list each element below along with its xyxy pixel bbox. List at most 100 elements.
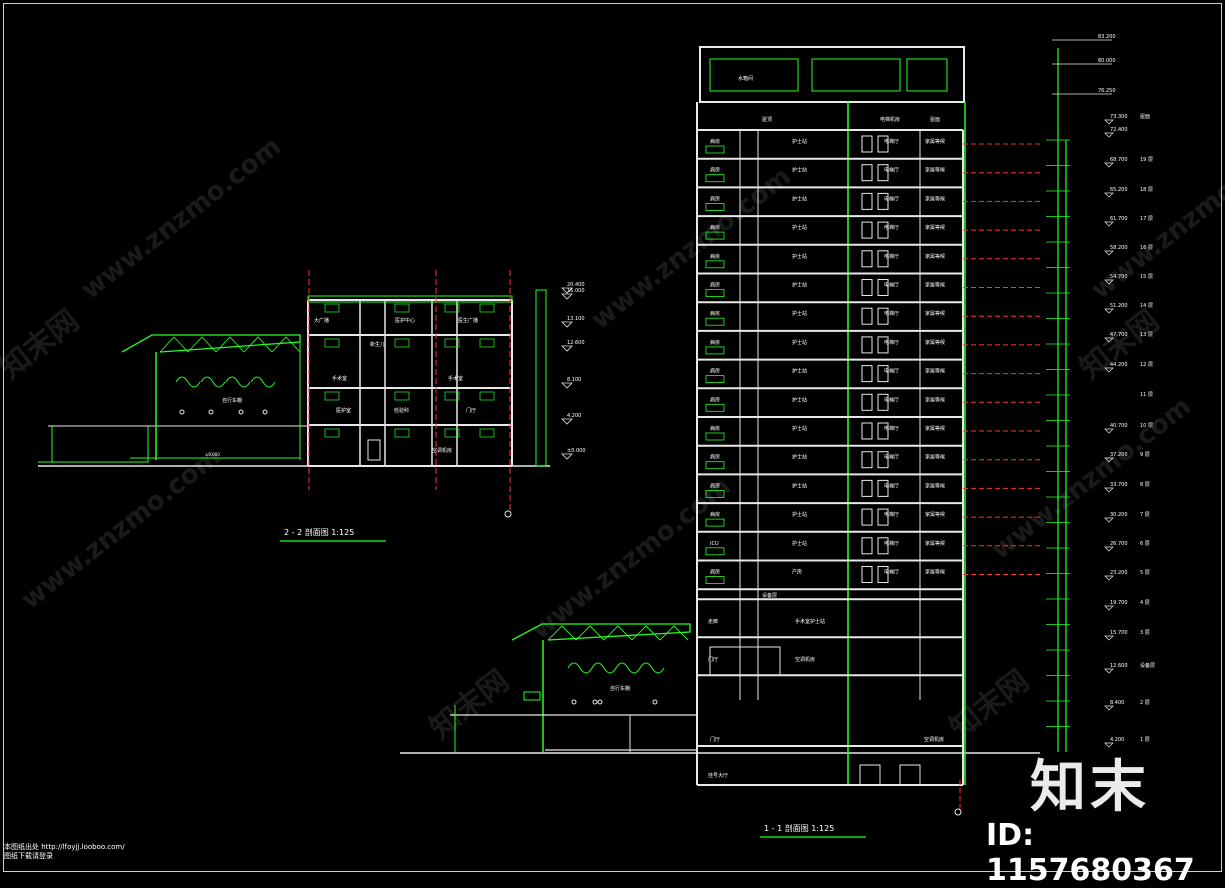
- elevator-door: [861, 537, 873, 555]
- room-label: 大广播: [314, 317, 329, 324]
- bicycle-symbol: [175, 376, 201, 388]
- elevation-marker: [1104, 705, 1114, 711]
- section-2-2-title: 2 - 2 剖面图 1:125: [284, 527, 354, 537]
- bed-symbol: [705, 346, 725, 355]
- window: [444, 338, 460, 348]
- elevation-marker: [1104, 250, 1114, 256]
- bicycle-symbol: [615, 662, 641, 674]
- elevator-door: [861, 307, 873, 325]
- floor-elevation-value: 68.700: [1110, 157, 1128, 163]
- ward-room-label: 病房: [710, 368, 720, 375]
- bed-symbol: [705, 489, 725, 498]
- watermark-url-4: www.znzmo.com: [986, 392, 1197, 566]
- section-2-2: 自行车棚±0.000大广播医护中心医生广播新生儿手术室手术室医护室检验科门厅空调…: [38, 270, 586, 518]
- nurse-station-label: 护士站: [792, 540, 807, 547]
- elevator-hall-label: 电梯厅: [884, 368, 899, 375]
- window: [394, 391, 410, 401]
- elevator-door: [861, 451, 873, 469]
- window: [444, 303, 460, 313]
- bed-symbol: [705, 518, 725, 527]
- nurse-station-label: 护士站: [792, 511, 807, 518]
- elevator-door: [861, 336, 873, 354]
- elevator-hall-label: 电梯厅: [884, 282, 899, 289]
- bed-symbol: [705, 547, 725, 556]
- registration-label: 挂号大厅: [708, 772, 728, 779]
- floor-number-label: 11 层: [1140, 392, 1153, 398]
- elevation-marker: [1104, 279, 1114, 285]
- waiting-label: 家属等候: [925, 310, 945, 317]
- elevator-door: [877, 164, 889, 182]
- floor-number-label: 16 层: [1140, 245, 1153, 251]
- elevation-value: 16.000: [567, 288, 585, 294]
- person-figure: [179, 409, 185, 415]
- canopy-label: 自行车棚: [610, 685, 630, 692]
- bicycle-symbol: [639, 662, 665, 674]
- elevation-value: 20.400: [567, 282, 585, 288]
- nurse-station-label: 护士站: [792, 195, 807, 202]
- ward-room-label: 病房: [710, 454, 720, 461]
- floor-elevation-value: 12.600: [1110, 663, 1128, 669]
- floor-number-label: 17 层: [1140, 216, 1153, 222]
- waiting-label: 家属等候: [925, 482, 945, 489]
- elevation-marker: [561, 293, 573, 300]
- elevation-marker: [1104, 487, 1114, 493]
- elevation-marker: [1104, 162, 1114, 168]
- bed-symbol: [705, 432, 725, 441]
- elevator-hall-label: 电梯厅: [884, 569, 899, 576]
- window: [324, 428, 340, 438]
- waiting-label: 家属等候: [925, 339, 945, 346]
- elevator-door: [877, 393, 889, 411]
- elevator-door: [861, 221, 873, 239]
- room-label: 医生广播: [458, 317, 478, 324]
- elevator-door: [861, 192, 873, 210]
- floor-number-label: 8 层: [1140, 482, 1150, 488]
- elevator-hall-label: 电梯厅: [884, 454, 899, 461]
- ward-room-label: 病房: [710, 511, 720, 518]
- person-figure: [597, 699, 603, 705]
- elevation-marker: [1104, 132, 1114, 138]
- water-tank-label: 水箱间: [738, 75, 753, 82]
- window: [324, 338, 340, 348]
- water-tank-room: [709, 58, 799, 92]
- bicycle-symbol: [567, 662, 593, 674]
- canopy-truss: [187, 336, 217, 353]
- elevation-marker: [1104, 635, 1114, 641]
- basement-door: [859, 764, 881, 786]
- canopy-truss: [215, 336, 245, 353]
- window: [444, 391, 460, 401]
- waiting-label: 家属等候: [925, 195, 945, 202]
- hvac-label: 空调机房: [924, 736, 944, 743]
- nurse-station-label: 护士站: [792, 482, 807, 489]
- window: [479, 391, 495, 401]
- elevator-door: [861, 250, 873, 268]
- ward-room-label: 病房: [710, 339, 720, 346]
- brand-logo: 知末: [1030, 755, 1150, 820]
- elevation-marker: [1104, 367, 1114, 373]
- waiting-label: 家属等候: [925, 569, 945, 576]
- floor-elevation-value: 30.200: [1110, 512, 1128, 518]
- elevator-door: [861, 479, 873, 497]
- room-label: 手术室: [332, 375, 347, 382]
- elevator-door: [861, 422, 873, 440]
- roof-elevation-value: 76.250: [1098, 88, 1116, 94]
- floor-number-label: 屋面: [1140, 114, 1150, 120]
- floor-number-label: 15 层: [1140, 274, 1153, 280]
- watermark-brand-0: 知末网: [0, 303, 86, 386]
- roof-edge-label: 屋面: [930, 117, 940, 123]
- floor-elevation-value: 47.700: [1110, 332, 1128, 338]
- elevator-door: [861, 508, 873, 526]
- window: [479, 428, 495, 438]
- waiting-label: 家属等候: [925, 540, 945, 547]
- floor-elevation-value: 72.400: [1110, 127, 1128, 133]
- floor-elevation-value: 19.700: [1110, 600, 1128, 606]
- elevator-door: [877, 365, 889, 383]
- elevator-door: [877, 135, 889, 153]
- bed-symbol: [705, 174, 725, 183]
- elevator-door: [877, 451, 889, 469]
- canopy-truss: [631, 625, 661, 641]
- elevation-value: 12.600: [567, 340, 585, 346]
- canopy-roof: [511, 623, 691, 641]
- nurse-station-label: 护士站: [792, 396, 807, 403]
- fence-wall: [51, 425, 149, 463]
